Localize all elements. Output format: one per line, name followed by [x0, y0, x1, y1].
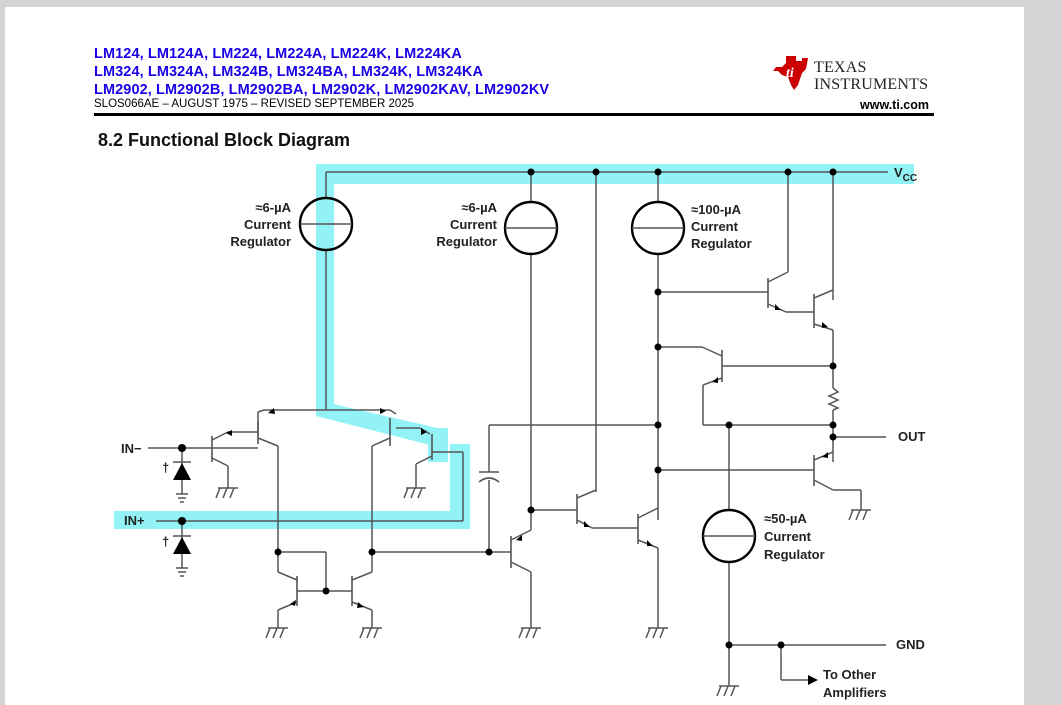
svg-text:≈100-µA: ≈100-µA [691, 202, 742, 217]
to-other-amplifiers-label-1: To Other [823, 667, 876, 682]
header-rule [94, 113, 934, 116]
ti-logo-icon: ti [773, 56, 808, 90]
svg-text:≈50-µA: ≈50-µA [764, 511, 807, 526]
dagger-note-2: † [162, 534, 169, 549]
svg-text:≈6-µA: ≈6-µA [461, 200, 497, 215]
svg-text:ti: ti [786, 66, 794, 81]
svg-text:Regulator: Regulator [691, 236, 752, 251]
website-link[interactable]: www.ti.com [860, 98, 929, 112]
svg-text:≈6-µA: ≈6-µA [255, 200, 291, 215]
svg-text:Regulator: Regulator [764, 547, 825, 562]
capacitor [478, 471, 500, 483]
input-diodes [173, 461, 191, 577]
vcc-label: VCC [894, 165, 917, 184]
emitter-arrows [226, 304, 828, 685]
to-other-amplifiers-label-2: Amplifiers [823, 685, 887, 700]
section-title: 8.2 Functional Block Diagram [98, 130, 351, 150]
logo-text-texas: TEXAS [814, 59, 867, 76]
document-page [5, 7, 1024, 705]
junction-dots [178, 168, 837, 649]
part-numbers-line-3: LM2902, LM2902B, LM2902BA, LM2902K, LM29… [94, 82, 550, 98]
svg-text:Current: Current [244, 217, 292, 232]
svg-text:Regulator: Regulator [436, 234, 497, 249]
scrollbar-track[interactable] [1024, 0, 1062, 705]
part-numbers-line-2: LM324, LM324A, LM324B, LM324BA, LM324K, … [94, 64, 484, 80]
in-minus-label: IN− [121, 441, 142, 456]
svg-text:Current: Current [691, 219, 739, 234]
signal-highlight [114, 164, 914, 529]
dagger-note-1: † [162, 460, 169, 475]
logo-text-instruments: INSTRUMENTS [814, 76, 929, 93]
regulator-label-4: ≈50-µA Current Regulator [764, 511, 825, 562]
wires [148, 171, 888, 686]
regulator-label-3: ≈100-µA Current Regulator [691, 202, 752, 251]
svg-text:Current: Current [764, 529, 812, 544]
regulator-label-1: ≈6-µA Current Regulator [230, 200, 291, 249]
document-id: SLOS066AE – AUGUST 1975 – REVISED SEPTEM… [94, 98, 415, 110]
ground-symbols [215, 487, 871, 697]
resistor [827, 387, 840, 411]
ti-logo: ti TEXAS INSTRUMENTS [772, 55, 937, 95]
current-source-symbols [298, 196, 757, 564]
transistor-bars [211, 278, 815, 606]
svg-text:Current: Current [450, 217, 498, 232]
regulator-label-2: ≈6-µA Current Regulator [436, 200, 497, 249]
svg-text:Regulator: Regulator [230, 234, 291, 249]
gnd-label: GND [896, 637, 925, 652]
part-numbers-line-1: LM124, LM124A, LM224, LM224A, LM224K, LM… [94, 46, 462, 62]
out-label: OUT [898, 429, 926, 444]
in-plus-label: IN+ [124, 513, 145, 528]
